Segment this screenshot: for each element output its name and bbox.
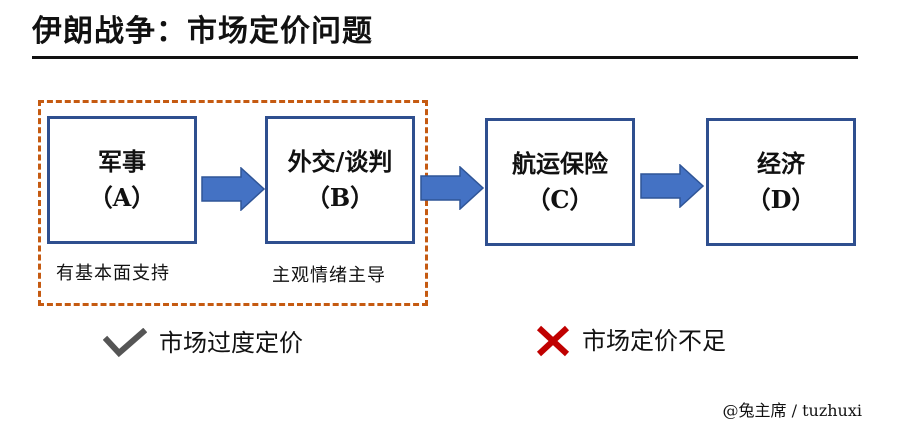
stage-code: （B） xyxy=(305,183,375,212)
status-overpriced: 市场过度定价 xyxy=(103,326,303,360)
stage-name: 外交/谈判 xyxy=(287,147,393,176)
stage-box-diplomacy: 外交/谈判 （B） xyxy=(265,116,415,244)
arrow-right-icon xyxy=(640,164,704,208)
status-underpriced: 市场定价不足 xyxy=(536,324,726,358)
caption-fundamentals: 有基本面支持 xyxy=(56,263,170,284)
stage-box-economy: 经济 （D） xyxy=(706,118,856,246)
arrow-right-icon xyxy=(201,167,265,211)
stage-name: 军事 xyxy=(98,147,146,176)
stage-code: （C） xyxy=(526,185,594,214)
status-label: 市场过度定价 xyxy=(159,329,303,357)
stage-box-military: 军事 （A） xyxy=(47,116,197,244)
stage-name: 航运保险 xyxy=(512,149,608,178)
title-underline xyxy=(32,56,858,59)
cross-icon xyxy=(536,325,570,357)
priced-group-frame xyxy=(38,100,428,306)
stage-code: （D） xyxy=(746,185,816,214)
caption-sentiment: 主观情绪主导 xyxy=(272,265,386,286)
stage-name: 经济 xyxy=(757,149,805,178)
stage-box-shipping-insurance: 航运保险 （C） xyxy=(485,118,635,246)
checkmark-icon xyxy=(103,328,147,358)
stage-code: （A） xyxy=(88,183,156,212)
status-label: 市场定价不足 xyxy=(582,327,726,355)
page-title: 伊朗战争：市场定价问题 xyxy=(32,14,373,49)
arrow-right-icon xyxy=(420,166,484,210)
author-credit: @兔主席 / tuzhuxi xyxy=(722,401,862,420)
